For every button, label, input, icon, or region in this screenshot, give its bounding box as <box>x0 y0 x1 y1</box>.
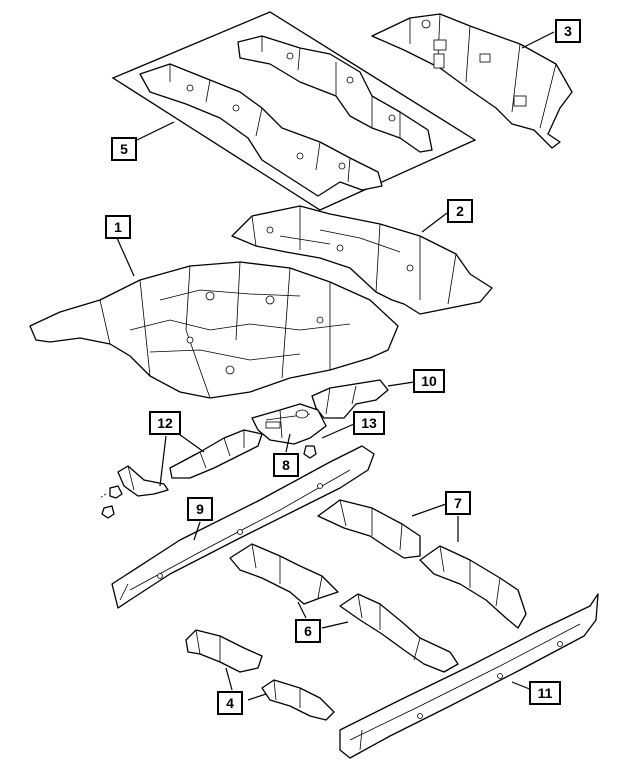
callout-4-label: 4 <box>226 695 234 711</box>
part-4-bracket-lower <box>261 679 335 721</box>
leader-8 <box>285 433 291 453</box>
leader-1 <box>116 237 135 277</box>
leader-4b <box>247 693 267 701</box>
callout-9-label: 9 <box>196 501 204 517</box>
callout-13-label: 13 <box>361 415 377 431</box>
callout-4: 4 <box>217 691 243 715</box>
bolt-lower <box>101 505 115 519</box>
part-12-bracket-upper <box>169 429 263 479</box>
part-4-bracket-upper <box>185 629 263 673</box>
callout-2: 2 <box>447 199 473 223</box>
callout-7-label: 7 <box>454 495 462 511</box>
callout-9: 9 <box>187 497 213 521</box>
callout-8: 8 <box>273 453 299 477</box>
leader-7a <box>411 503 447 517</box>
callout-10: 10 <box>413 369 445 393</box>
leader-12b <box>159 435 167 487</box>
callout-8-label: 8 <box>282 457 290 473</box>
part-1-front-floor-pan <box>29 261 399 399</box>
part-13-nut <box>303 445 317 459</box>
callout-1: 1 <box>105 215 131 239</box>
callout-11-label: 11 <box>538 685 553 701</box>
callout-3-label: 3 <box>564 23 572 39</box>
callout-3: 3 <box>555 19 581 43</box>
callout-12: 12 <box>149 411 181 435</box>
callout-2-label: 2 <box>456 203 464 219</box>
leader-10 <box>387 381 415 387</box>
callout-13: 13 <box>353 411 385 435</box>
leader-9 <box>193 521 201 541</box>
callout-5: 5 <box>111 137 137 161</box>
part-7-rail-lower <box>419 545 527 629</box>
callout-5-label: 5 <box>120 141 128 157</box>
leader-13 <box>321 423 355 439</box>
leader-3 <box>521 31 555 49</box>
callout-7: 7 <box>445 491 471 515</box>
part-2-rear-floor-pan <box>231 205 493 315</box>
leader-6b <box>321 621 349 629</box>
part-6-rail-lower <box>339 593 459 673</box>
part-11-sill-rail <box>339 593 599 759</box>
bolt-upper <box>99 485 123 499</box>
callout-10-label: 10 <box>421 373 437 389</box>
leader-12a <box>175 431 205 453</box>
part-12-bracket-lower <box>117 465 169 497</box>
leader-6a <box>297 601 307 619</box>
part-5-crossmember-rear <box>237 35 433 153</box>
leader-11 <box>511 681 533 691</box>
part-13-reinforcement <box>251 403 327 445</box>
leader-5 <box>136 121 175 141</box>
part-7-rail-upper <box>317 499 421 559</box>
leader-2 <box>421 212 448 233</box>
callout-6-label: 6 <box>304 623 312 639</box>
part-5-group-frame <box>111 11 477 211</box>
part-5-crossmember-front <box>139 63 383 197</box>
leader-4a <box>225 667 233 691</box>
callout-12-label: 12 <box>157 415 173 431</box>
part-9-sill-rail <box>111 445 375 609</box>
callout-6: 6 <box>295 619 321 643</box>
callout-1-label: 1 <box>114 219 122 235</box>
callout-11: 11 <box>529 681 561 705</box>
part-6-rail-upper <box>229 543 339 605</box>
